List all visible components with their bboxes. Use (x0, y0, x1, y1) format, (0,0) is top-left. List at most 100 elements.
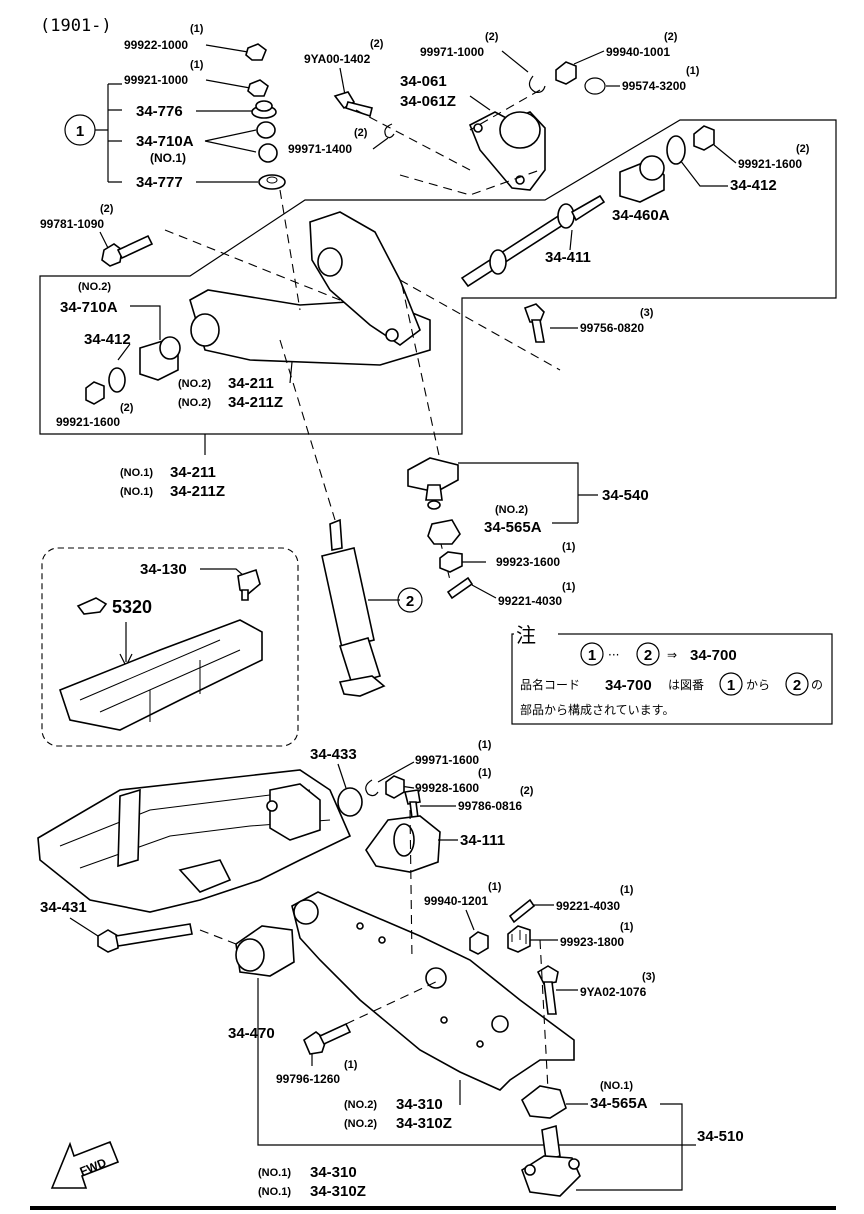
leader (204, 129, 257, 153)
note-c1-circle (580, 642, 604, 666)
balljoint-upper-icon (407, 457, 459, 510)
p710a-bush-icon (256, 121, 278, 163)
bolt-1076-pn: 9YA02-1076 (580, 985, 647, 999)
p777-icon (258, 174, 286, 190)
leader (465, 909, 475, 931)
dash-line (199, 929, 237, 945)
leader (471, 584, 497, 599)
bush-460a-icon (619, 155, 665, 203)
washer-a-qty: (2) (485, 31, 499, 43)
bj-pin-pn: 99221-4030 (498, 594, 562, 608)
washer-1600-pn: 99971-1600 (415, 753, 479, 767)
p510-label: 34-510 (697, 1128, 744, 1145)
note-line2-c1-circle (719, 672, 743, 696)
bj-pin-qty: (1) (562, 581, 576, 593)
arm1-211: 34-211 (170, 464, 216, 481)
fwd-arrow-icon (50, 1140, 120, 1189)
box-nut-icon (85, 381, 105, 405)
castle-nut-icon (507, 925, 531, 953)
arm1310z-label: 34-310Z (310, 1183, 366, 1200)
upper-arm-body (189, 211, 431, 366)
p565a-no: (NO.2) (495, 504, 528, 516)
nut-a-qty: (2) (664, 31, 678, 43)
note-line2-c2: 2 (793, 677, 801, 694)
nut-small-icon (245, 43, 267, 61)
castle-qty: (1) (620, 921, 634, 933)
lower-arm-body (291, 891, 575, 1091)
callout-2-circle (397, 587, 423, 613)
bracket-510 (566, 1103, 696, 1191)
bolt-1260-pn: 99796-1260 (276, 1072, 340, 1086)
leader (573, 50, 605, 65)
bolt-0820-qty: (3) (640, 307, 654, 319)
leader (339, 67, 346, 96)
bump-stop-130-icon (237, 568, 261, 601)
nut-9928-icon (385, 775, 405, 799)
bracket-540 (458, 462, 598, 524)
box-nut-pn: 99921-1600 (56, 415, 120, 429)
note-dots: ··· (608, 648, 619, 662)
nut-9928-pn: 99928-1600 (415, 781, 479, 795)
leader (200, 568, 245, 577)
bolt-top-pn: 9YA00-1402 (304, 52, 371, 66)
bolt-1076-icon (536, 965, 559, 1015)
note-target: 34-700 (690, 647, 737, 664)
leader (99, 231, 109, 249)
note-line2-a: 品名コード (520, 677, 580, 692)
box-710a-label: 34-710A (60, 299, 118, 316)
p565a-lower-no: (NO.1) (600, 1080, 633, 1092)
ring-a-icon (584, 77, 606, 95)
note-line2-no: の (811, 678, 823, 692)
note-c1: 1 (588, 647, 596, 664)
nut-1600-r-pn: 99921-1600 (738, 157, 802, 171)
arm310-label: 34-310 (396, 1096, 443, 1113)
arm-211: 34-211 (228, 375, 274, 392)
note-c2: 2 (644, 647, 652, 664)
nut-9928-qty: (1) (478, 767, 492, 779)
callout-1-bracket (95, 83, 122, 183)
nut-a-pn: 99940-1001 (606, 45, 670, 59)
note-line2-c1: 1 (727, 677, 735, 694)
leader (372, 137, 389, 150)
nut-a-icon (555, 61, 577, 85)
p540-label: 34-540 (602, 487, 649, 504)
leader (205, 44, 249, 53)
bolt-0816-pn: 99786-0816 (458, 799, 522, 813)
dash-line (164, 229, 341, 301)
p776-label: 34-776 (136, 103, 183, 120)
leader (377, 761, 415, 783)
p565a-label: 34-565A (484, 519, 542, 536)
bolt-0816-qty: (2) (520, 785, 534, 797)
shock-absorber-icon (321, 518, 386, 697)
leader (501, 50, 529, 73)
balljoint-lower-icon (521, 1124, 581, 1197)
arm310-no2: (NO.2) (344, 1099, 377, 1111)
p061-label: 34-061 (400, 73, 447, 90)
bush-470-icon (235, 925, 295, 977)
bolt-top-qty: (2) (370, 38, 384, 50)
leader (713, 144, 737, 164)
bj-nut-pn: 99923-1600 (496, 555, 560, 569)
nut-b-pn: 99921-1000 (124, 73, 188, 87)
bolt-1260-icon (303, 1022, 352, 1055)
pin-4030-lower-icon (508, 898, 536, 924)
p111-label: 34-111 (460, 832, 505, 849)
callout-1-label: 1 (76, 123, 84, 140)
p061z-label: 34-061Z (400, 93, 456, 110)
ring-a-pn: 99574-3200 (622, 79, 686, 93)
leader (205, 79, 251, 89)
ref-5320-label: 5320 (112, 597, 152, 617)
dash-line (469, 89, 541, 131)
dash-line (279, 189, 301, 311)
bolt-0816-icon (404, 789, 421, 819)
bolt-1076-qty: (3) (642, 971, 656, 983)
pin-lower-qty: (1) (620, 884, 634, 896)
p433-label: 34-433 (310, 746, 357, 763)
leader (569, 229, 573, 251)
p433-icon (337, 787, 363, 817)
leader (289, 361, 293, 384)
box-412-label: 34-412 (84, 331, 131, 348)
reference-hand-icon (76, 597, 108, 615)
arm1-211z: 34-211Z (170, 483, 225, 500)
